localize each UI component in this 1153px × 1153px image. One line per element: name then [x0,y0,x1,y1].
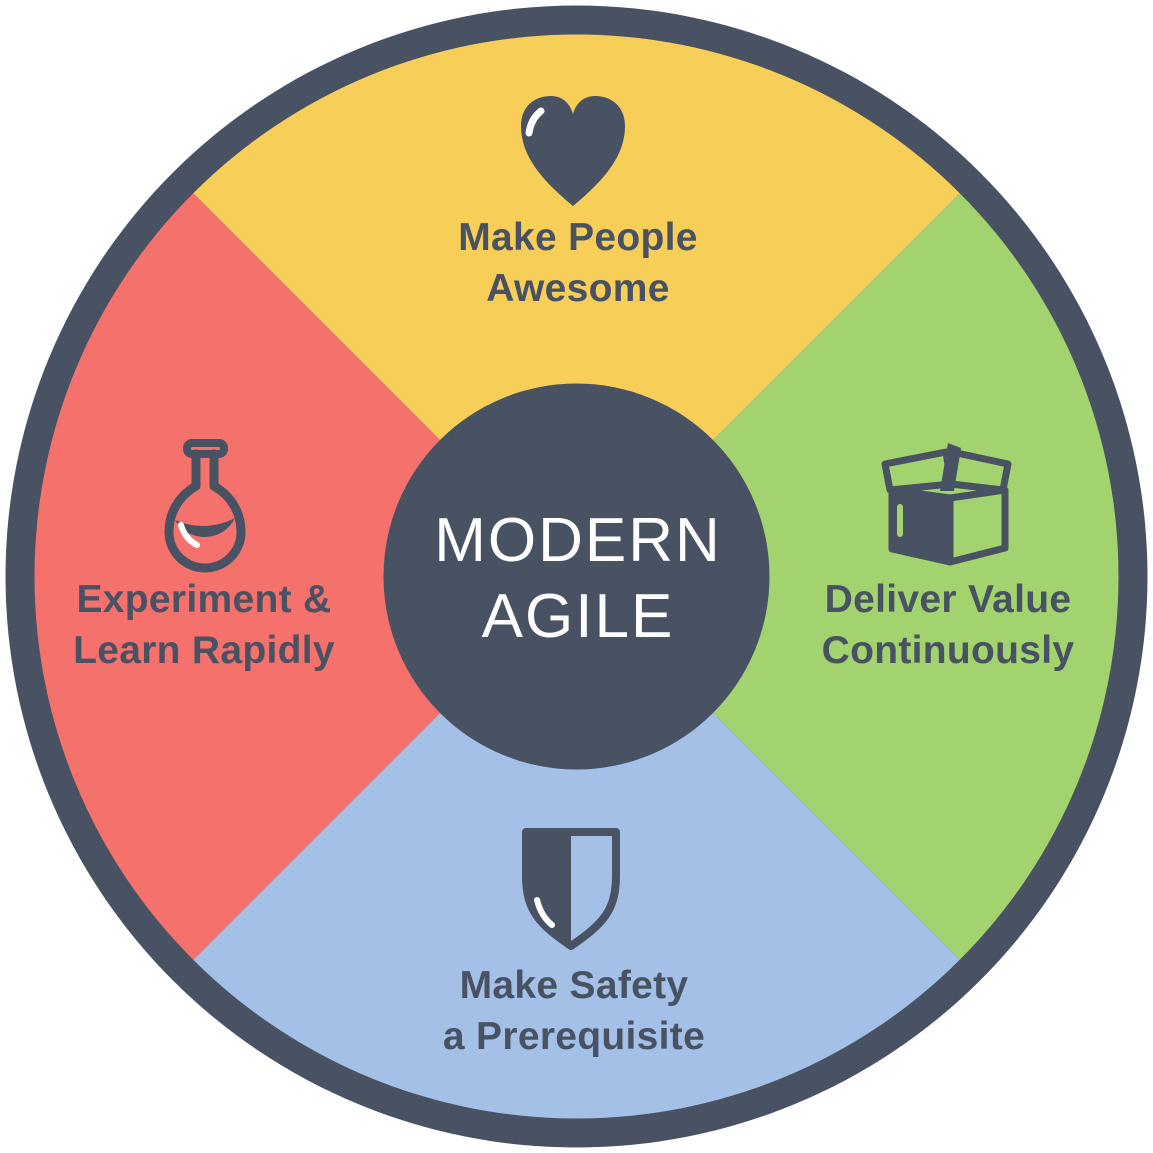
quadrant-top [193,34,960,577]
shield-icon [522,828,620,950]
label-line: a Prerequisite [442,1015,706,1059]
label-line: Learn Rapidly [73,629,335,673]
center-title: MODERN AGILE [434,503,722,654]
label-line: Experiment & [76,578,332,621]
center-circle [383,383,770,770]
center-title-line: AGILE [481,581,675,651]
quadrant-left [34,193,577,960]
quadrant-bottom [193,576,960,1119]
quadrant-right [576,193,1119,960]
label-make-safety-a-prerequisite: Make Safety a Prerequisite [443,960,705,1063]
center-title-line: MODERN [434,506,722,575]
label-line: Deliver Value [824,578,1072,621]
label-line: Awesome [486,267,670,311]
label-line: Make People [458,216,698,259]
box-icon [881,443,1012,566]
label-make-people-awesome: Make People Awesome [458,212,698,315]
label-line: Continuously [821,629,1075,673]
label-experiment-learn-rapidly: Experiment & Learn Rapidly [73,574,335,677]
label-deliver-value-continuously: Deliver Value Continuously [822,574,1075,677]
flask-icon [164,439,246,573]
label-line: Make Safety [459,964,689,1007]
heart-icon [521,96,625,206]
